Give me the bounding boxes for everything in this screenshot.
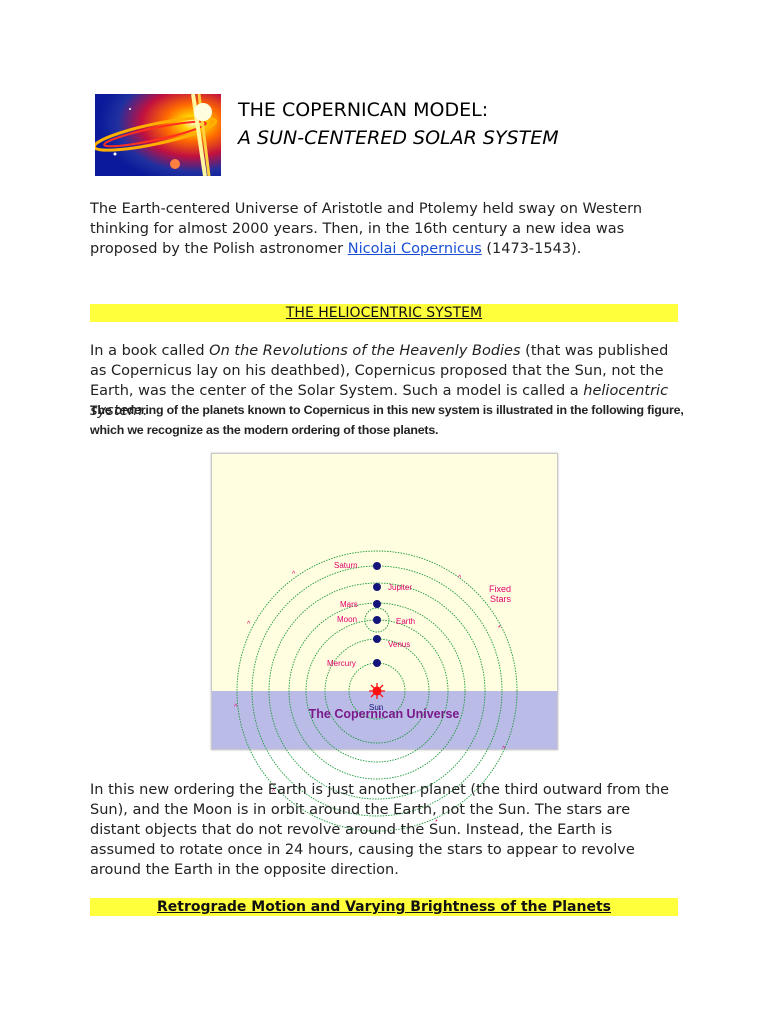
label-mercury: Mercury [327,659,356,668]
mars-dot [373,600,381,608]
label-fixed: Fixed [489,584,511,594]
planets [373,562,381,667]
orbit-venus [324,638,430,744]
heliocentric-text-3: . [142,403,148,419]
sun-symbol [369,683,385,699]
star-marker: ^ [272,789,276,796]
mercury-dot [373,659,381,667]
star-marker: * [435,819,438,826]
intro-paragraph: The Earth-centered Universe of Aristotle… [90,199,680,259]
orbit-fixed-stars [236,550,518,832]
comet-illustration [95,94,221,176]
figure-panel-top [212,454,557,691]
star-marker: ^ [502,746,506,753]
planet-labels: Saturn Jupiter Mars Moon Earth Venus Mer… [327,561,512,712]
retrograde-heading-text: Retrograde Motion and Varying Brightness… [157,899,611,915]
copernicus-link[interactable]: Nicolai Copernicus [347,241,482,257]
heliocentric-heading-text: THE HELIOCENTRIC SYSTEM [285,305,483,321]
label-sun: Sun [369,703,383,712]
ordering-paragraph: The ordering of the planets known to Cop… [90,403,684,437]
label-earth: Earth [396,617,415,626]
section-heading-retrograde: Retrograde Motion and Varying Brightness… [90,898,678,916]
intro-text-start: The Earth-centered Universe of Aristotle… [90,201,643,257]
star-marker: ^ [234,704,238,711]
heliocentric-term: heliocentric system [90,383,669,419]
title-line-2: A SUN-CENTERED SOLAR SYSTEM [238,127,559,149]
label-saturn: Saturn [334,561,358,570]
heliocentric-paragraph: In a book called On the Revolutions of t… [90,341,680,421]
copernican-diagram: Saturn Jupiter Mars Moon Earth Venus Mer… [212,454,557,832]
heliocentric-text-2: (that was published as Copernicus lay on… [90,343,669,399]
star-marker: ^ [292,571,296,578]
orbit-moon [364,607,390,633]
figure-caption: The Copernican Universe [309,707,460,721]
orbit-mercury [348,662,406,720]
fixed-star-markers: ^ ^ * ^ ^ ^ ^ * [234,571,506,826]
label-jupiter: Jupiter [388,583,412,592]
section-heading-heliocentric: THE HELIOCENTRIC SYSTEM [90,304,678,322]
label-venus: Venus [388,640,410,649]
title-line-1: THE COPERNICAN MODEL: [238,99,489,121]
heliocentric-text-1: In a book called [90,343,210,359]
figure-panel-bottom [212,691,557,749]
copernican-universe-figure: Saturn Jupiter Mars Moon Earth Venus Mer… [211,453,558,832]
label-mars: Mars [340,600,358,609]
intro-text-end: (1473-1543). [481,241,582,257]
new-ordering-paragraph: In this new ordering the Earth is just a… [90,782,670,878]
book-title: On the Revolutions of the Heavenly Bodie… [209,343,521,359]
page-title: THE COPERNICAN MODEL: A SUN-CENTERED SOL… [238,96,559,152]
star-marker: ^ [458,575,462,582]
saturn-dot [373,562,381,570]
star-marker: * [498,625,501,632]
label-stars: Stars [490,594,512,604]
star-marker: ^ [247,621,251,628]
orbit-earth [305,619,449,763]
jupiter-dot [373,583,381,591]
label-moon: Moon [337,615,357,624]
earth-dot [373,616,381,624]
venus-dot [373,635,381,643]
header-space-image [95,94,221,176]
